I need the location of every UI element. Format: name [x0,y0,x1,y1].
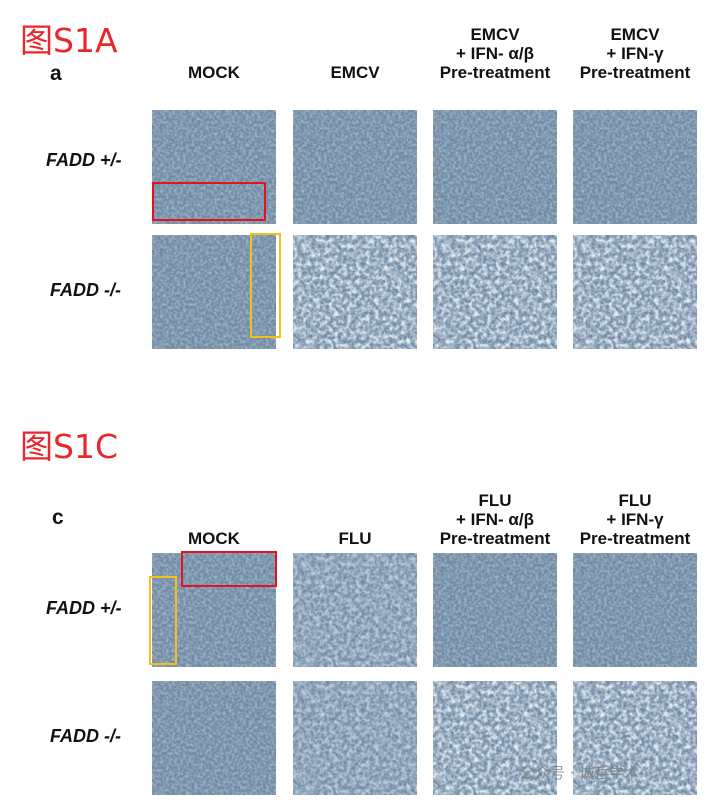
panel-letter-a: a [50,62,62,85]
row-label-fadd-het: FADD +/- [46,598,122,618]
column-header-line: FLU [338,529,372,548]
micrograph-panel [293,235,417,349]
figure-title-s1a: 图S1A [20,21,118,60]
column-header-line: + IFN-γ [606,510,664,529]
row-label-fadd-ko: FADD -/- [50,280,121,300]
highlight-box-yellow [250,233,281,338]
column-header-line: FLU [618,491,652,510]
column-header-line: EMCV [330,63,380,82]
column-header: FLU [285,486,425,548]
column-header-line: + IFN- α/β [456,44,534,63]
column-header-line: EMCV [470,25,520,44]
column-header-line: FLU [478,491,512,510]
column-header: EMCV [285,20,425,82]
column-header: MOCK [144,20,284,82]
column-header: MOCK [144,486,284,548]
highlight-box-yellow [149,576,177,665]
micrograph-panel [573,235,697,349]
micrograph-panel [433,235,557,349]
micrograph-panel [573,553,697,667]
column-header-line: MOCK [188,63,240,82]
column-header-line: EMCV [610,25,660,44]
micrograph-panel [152,681,276,795]
micrograph-panel [152,235,276,349]
micrograph-panel [152,110,276,224]
micrograph-panel [293,681,417,795]
micrograph-panel [433,553,557,667]
panel-letter-c: c [52,506,64,529]
column-header-line: + IFN-γ [606,44,664,63]
highlight-box-red [181,551,277,587]
micrograph-panel [433,110,557,224]
watermark: 公众号 · 诚哲学术 [520,764,640,782]
column-header-line: + IFN- α/β [456,510,534,529]
column-header-line: Pre-treatment [439,63,551,82]
column-header-line: Pre-treatment [439,529,551,548]
micrograph-panel [152,553,276,667]
micrograph-panel [573,110,697,224]
micrograph-panel [293,110,417,224]
row-label-fadd-ko: FADD -/- [50,726,121,746]
column-header-line: Pre-treatment [579,529,691,548]
micrograph-panel [293,553,417,667]
highlight-box-red [152,182,266,221]
column-header-line: MOCK [188,529,240,548]
column-header-line: Pre-treatment [579,63,691,82]
micrograph-panel [573,681,697,795]
row-label-fadd-het: FADD +/- [46,150,122,170]
micrograph-panel [433,681,557,795]
figure-title-s1c: 图S1C [20,427,118,466]
